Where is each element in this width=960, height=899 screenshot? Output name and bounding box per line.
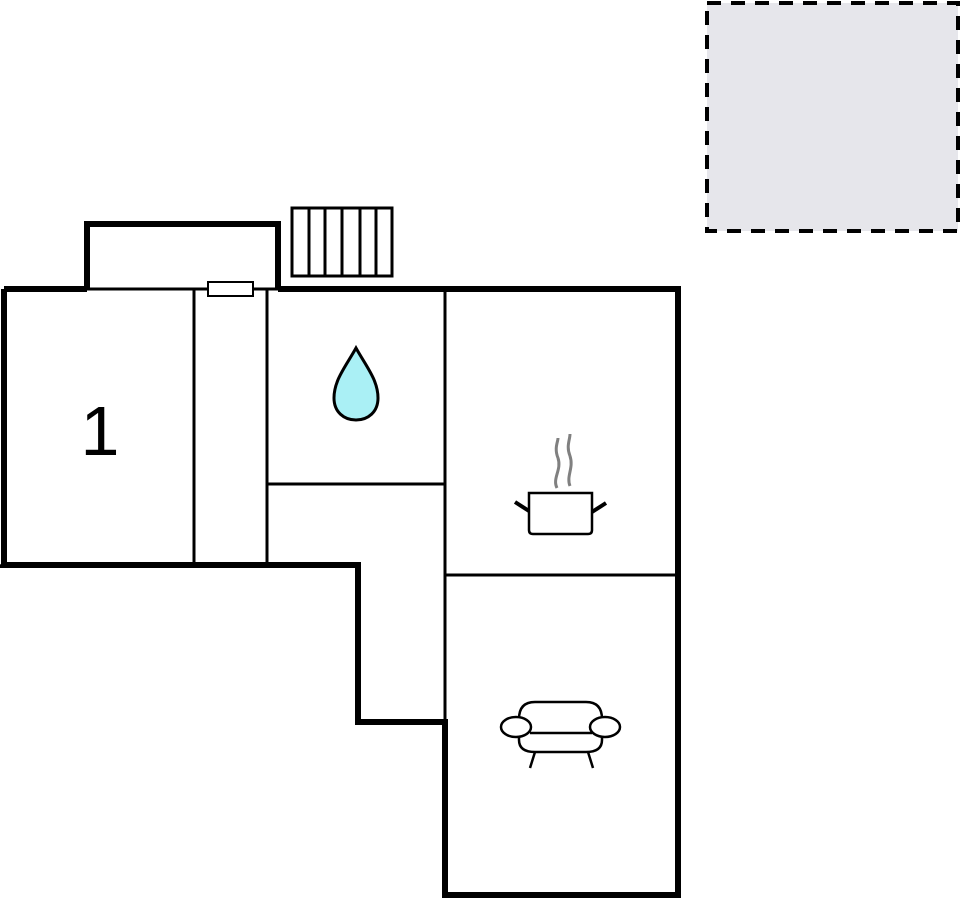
outdoor-terrace (705, 1, 960, 233)
window-icon (207, 281, 254, 297)
cooking-pot-icon (513, 433, 608, 536)
room-1-label: 1 (81, 392, 120, 470)
stairs-icon (290, 206, 394, 278)
porch (84, 221, 281, 290)
armchair-icon (499, 700, 622, 769)
water-drop-icon (332, 344, 380, 422)
